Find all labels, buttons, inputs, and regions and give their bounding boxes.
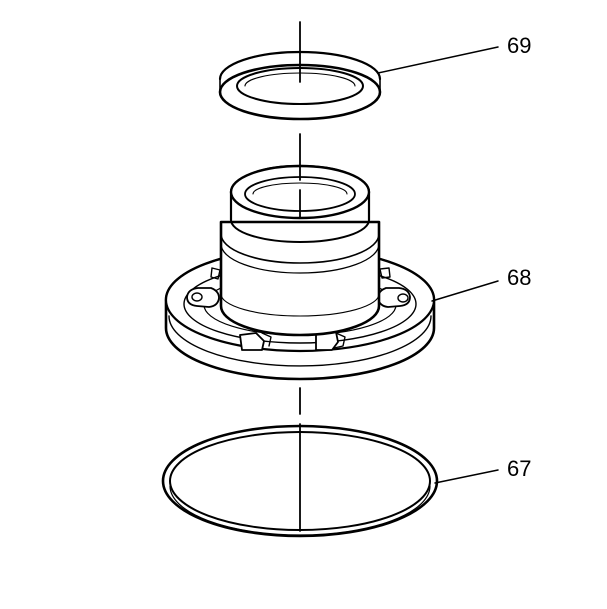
leader-line-68 [431,280,499,302]
leader-lines [377,46,499,484]
callout-label-69: 69 [507,33,531,58]
leader-line-67 [434,469,499,484]
callout-label-67: 67 [507,456,531,481]
callout-label-68: 68 [507,265,531,290]
part-68-housing [164,164,436,381]
leader-line-69 [377,46,499,74]
